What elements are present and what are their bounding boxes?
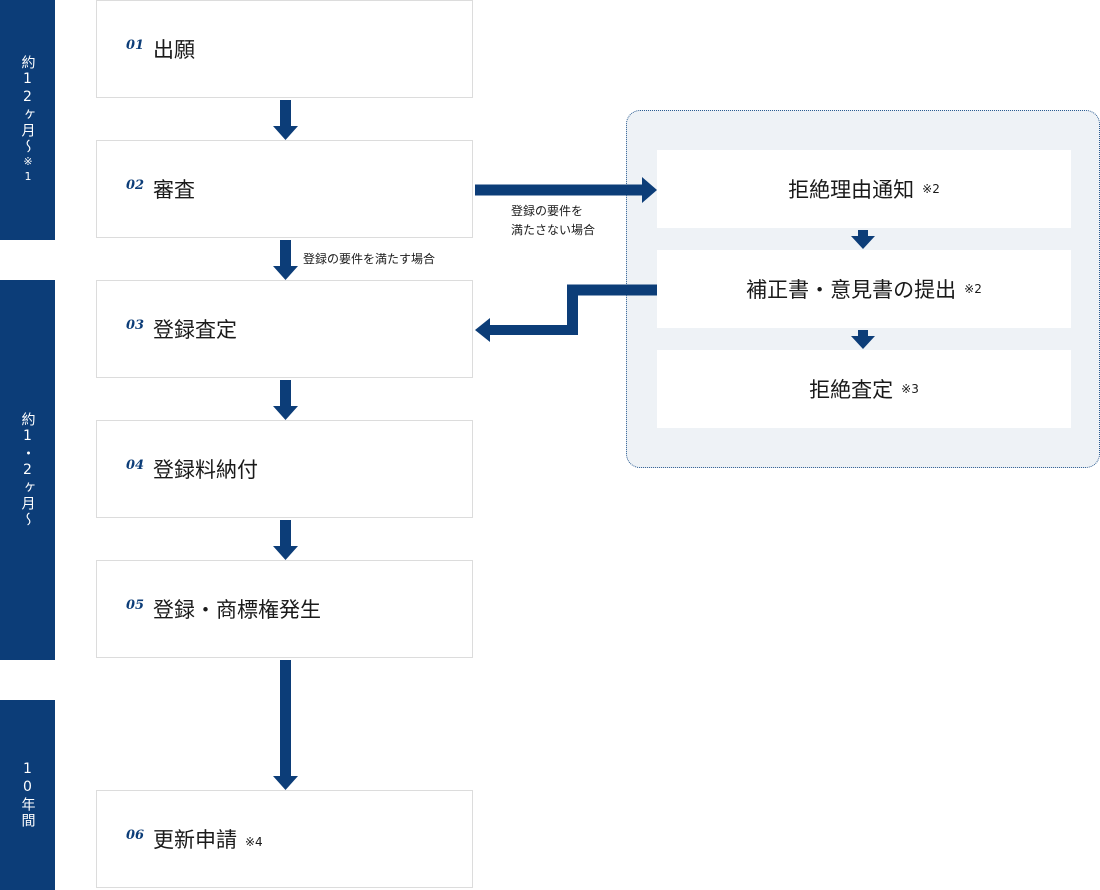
arrow-down-icon <box>273 240 298 280</box>
arrow-down-icon <box>273 660 298 790</box>
final-refusal-box: 拒絶査定 ※3 <box>657 350 1071 428</box>
step-number: 01 <box>126 38 145 53</box>
fails-requirements-label-line2: 満たさない場合 <box>511 223 596 237</box>
period-bar-application: 約12ヶ月〜※1 <box>0 0 55 240</box>
step-examination: 02 審査 <box>96 140 473 238</box>
step-label: 登録査定 <box>153 318 237 342</box>
refusal-step-note: ※2 <box>922 182 940 196</box>
step-number: 04 <box>126 458 145 473</box>
refusal-step-note: ※2 <box>964 282 982 296</box>
refusal-step-label: 補正書・意見書の提出 <box>746 278 957 302</box>
step-label: 登録・商標権発生 <box>153 598 321 622</box>
arrow-down-icon <box>273 380 298 420</box>
arrow-right-icon <box>475 177 657 203</box>
refusal-step-note: ※3 <box>901 382 919 396</box>
period-bar-registration: 約1・2ヶ月〜 <box>0 280 55 660</box>
step-number: 03 <box>126 318 145 333</box>
step-label: 出願 <box>153 38 195 62</box>
step-application: 01 出願 <box>96 0 473 98</box>
step-trademark-established: 05 登録・商標権発生 <box>96 560 473 658</box>
arrow-down-icon <box>273 100 298 140</box>
step-number: 05 <box>126 598 145 613</box>
step-label: 審査 <box>153 178 195 202</box>
arrow-left-icon <box>475 284 657 342</box>
period-bar-note: ※1 <box>21 155 35 185</box>
fails-requirements-label-line1: 登録の要件を <box>511 204 584 218</box>
step-renewal: 06 更新申請 ※4 <box>96 790 473 888</box>
step-number: 02 <box>126 178 145 193</box>
step-note: ※4 <box>245 835 263 849</box>
step-registration-fee: 04 登録料納付 <box>96 420 473 518</box>
arrow-down-icon <box>851 330 875 349</box>
period-bar-label: 約1・2ヶ月〜 <box>19 412 36 528</box>
step-label: 登録料納付 <box>153 458 258 482</box>
period-bar-label: 約12ヶ月〜 <box>19 55 36 155</box>
period-bar-validity: 10年間 <box>0 700 55 890</box>
refusal-notice-box: 拒絶理由通知 ※2 <box>657 150 1071 228</box>
arrow-down-icon <box>273 520 298 560</box>
period-bar-label: 10年間 <box>19 761 36 829</box>
meets-requirements-label: 登録の要件を満たす場合 <box>303 252 436 266</box>
amendment-submission-box: 補正書・意見書の提出 ※2 <box>657 250 1071 328</box>
arrow-down-icon <box>851 230 875 249</box>
refusal-step-label: 拒絶査定 <box>809 378 894 402</box>
step-label: 更新申請 <box>153 828 237 852</box>
refusal-step-label: 拒絶理由通知 <box>788 178 915 202</box>
step-number: 06 <box>126 828 145 843</box>
step-registration-decision: 03 登録査定 <box>96 280 473 378</box>
